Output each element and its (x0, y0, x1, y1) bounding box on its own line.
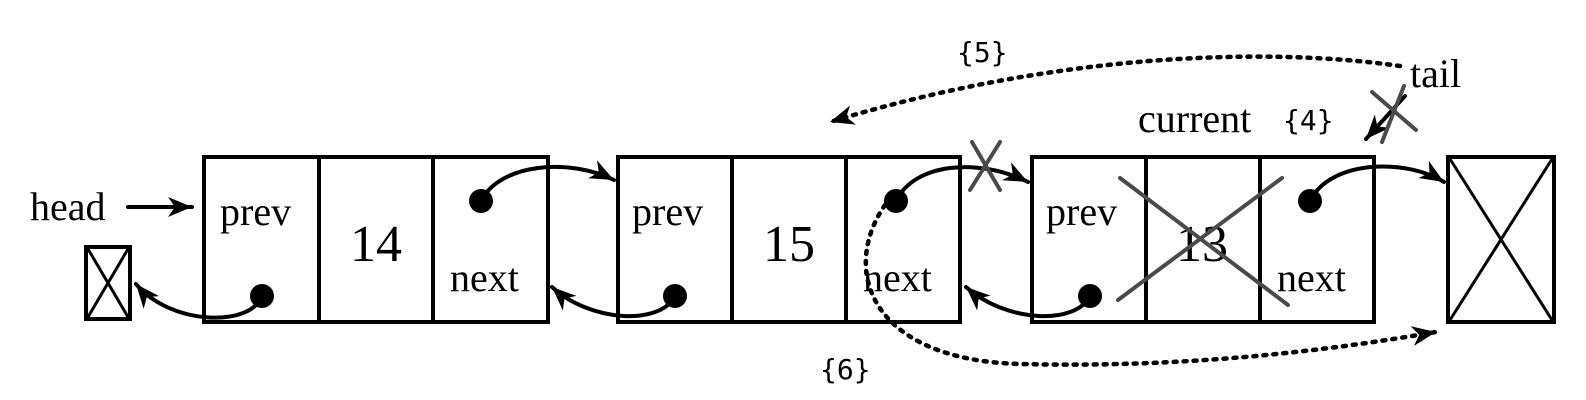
node-13-strike-2 (1116, 176, 1284, 302)
node-13-removed: prev 13 next (1030, 155, 1376, 324)
node-14-next-arrow (479, 160, 616, 203)
step-6-label: {6} (820, 353, 871, 386)
step-5-arrow (827, 54, 1403, 125)
node-15-prev-label: prev (632, 189, 703, 234)
node-13-prev-label: prev (1046, 189, 1117, 234)
node-15-prev-arrow (550, 285, 677, 319)
null-left-box (84, 245, 132, 321)
node-14-next-label: next (450, 255, 519, 300)
head-label: head (30, 184, 106, 229)
node-14-prev-label: prev (220, 189, 291, 234)
node-13-next-label: next (1277, 255, 1346, 300)
tail-old-cross (1370, 84, 1418, 144)
node-13-next-arrow (1308, 160, 1446, 203)
node-13-prev-arrow (964, 285, 1092, 319)
step-4-label: {4} (1283, 104, 1334, 137)
node-15-next-arrow (894, 162, 1030, 203)
node-15-next-label: next (863, 255, 932, 300)
null-right-box (1446, 155, 1556, 324)
node-13-strike-1 (1118, 176, 1290, 307)
step-5-label: {5} (957, 36, 1008, 69)
step-6-arrow (863, 202, 1439, 367)
node-14-value: 14 (350, 216, 402, 273)
tail-label: tail (1410, 51, 1461, 96)
node-15: prev 15 next (616, 155, 962, 324)
broken-link-cross (968, 140, 1002, 192)
current-label: current (1138, 96, 1251, 141)
node-14-prev-arrow (134, 282, 264, 320)
node-15-value: 15 (763, 216, 815, 273)
